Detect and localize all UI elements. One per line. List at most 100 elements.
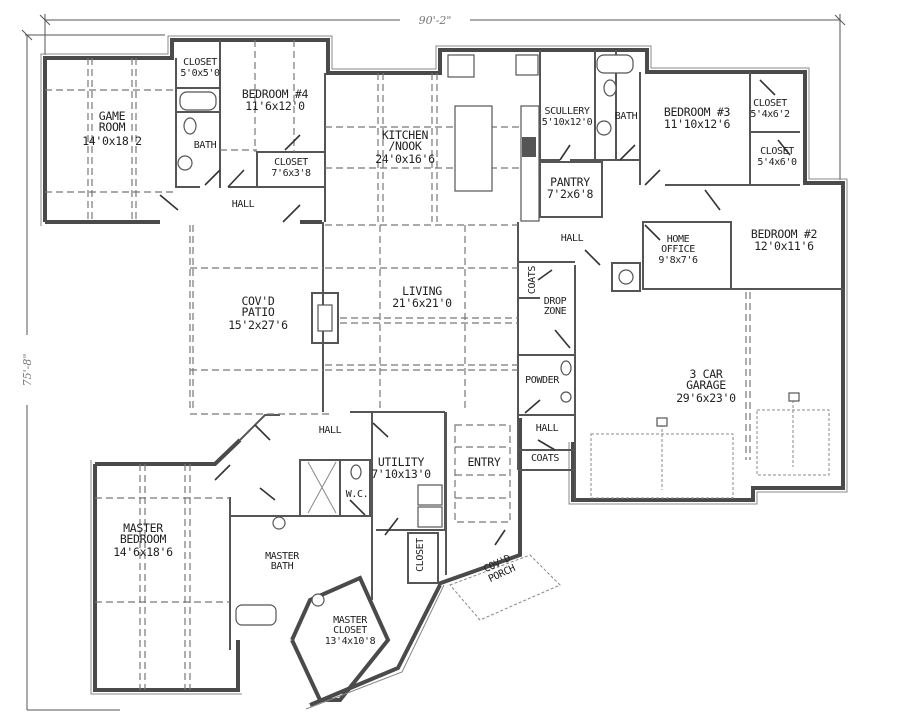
svg-text:HOME: HOME	[667, 234, 690, 245]
doors	[159, 79, 791, 546]
room-bath-west: BATH	[194, 140, 217, 151]
room-closet-bed3a: CLOSET 5'4x6'2	[750, 98, 790, 120]
room-utility: UTILITY 7'10x13'0	[371, 455, 431, 481]
svg-text:7'2x6'8: 7'2x6'8	[547, 187, 594, 201]
bathtub-icon	[235, 604, 277, 626]
svg-text:OFFICE: OFFICE	[661, 244, 695, 255]
svg-text:KITCHEN: KITCHEN	[382, 128, 429, 142]
svg-text:SCULLERY: SCULLERY	[545, 106, 590, 117]
svg-text:ZONE: ZONE	[544, 306, 567, 317]
room-master-bedroom: MASTER BEDROOM 14'6x18'6	[113, 521, 173, 559]
svg-text:/NOOK: /NOOK	[388, 139, 421, 153]
depth-dimension: 75'-8"	[21, 354, 34, 387]
room-hall-south-east: HALL	[536, 423, 559, 434]
svg-text:5'0x5'0: 5'0x5'0	[180, 68, 220, 79]
svg-text:BATH: BATH	[271, 561, 294, 572]
svg-text:MASTER: MASTER	[123, 521, 163, 535]
sink-icon	[177, 155, 193, 171]
room-hall-west: HALL	[232, 199, 255, 210]
room-kitchen: KITCHEN /NOOK 24'0x16'6	[375, 128, 435, 166]
svg-text:GARAGE: GARAGE	[686, 378, 726, 392]
dryer-icon	[417, 506, 443, 528]
svg-text:7'6x3'8: 7'6x3'8	[271, 168, 311, 179]
sink-icon	[596, 120, 612, 136]
svg-text:CLOSET: CLOSET	[760, 146, 794, 157]
appliance-icon	[447, 54, 475, 78]
room-drop-zone: DROP ZONE	[544, 296, 567, 317]
room-master-closet: MASTER CLOSET 13'4x10'8	[325, 615, 376, 647]
range-icon	[522, 137, 536, 157]
svg-text:12'0x11'6: 12'0x11'6	[754, 239, 814, 253]
toilet-icon	[603, 79, 617, 97]
room-hall-east: HALL	[561, 233, 584, 244]
svg-text:BEDROOM #2: BEDROOM #2	[751, 227, 817, 241]
width-dimension: 90'-2"	[419, 14, 452, 27]
kitchen-counter	[520, 105, 540, 222]
room-wc: W.C.	[346, 489, 368, 500]
toilet-icon	[350, 464, 362, 480]
svg-text:UTILITY: UTILITY	[378, 455, 425, 469]
room-game-room: GAME ROOM 14'0x18'2	[82, 109, 142, 148]
sink-icon	[311, 593, 325, 607]
room-home-office: HOME OFFICE 9'8x7'6	[658, 234, 698, 266]
svg-text:5'10x12'0: 5'10x12'0	[542, 117, 593, 128]
svg-text:CLOSET: CLOSET	[183, 57, 217, 68]
interior-walls	[175, 40, 843, 650]
room-bedroom-2: BEDROOM #2 12'0x11'6	[751, 227, 818, 253]
bathtub-icon	[179, 91, 217, 111]
room-closet-bed3b: CLOSET 5'4x6'0	[757, 146, 797, 168]
svg-text:13'4x10'8: 13'4x10'8	[325, 636, 376, 647]
washer-icon	[417, 484, 443, 506]
kitchen-island	[454, 105, 493, 192]
svg-text:7'10x13'0: 7'10x13'0	[371, 467, 431, 481]
svg-text:PANTRY: PANTRY	[550, 175, 590, 189]
svg-text:BEDROOM: BEDROOM	[120, 532, 167, 546]
room-garage: 3 CAR GARAGE 29'6x23'0	[676, 367, 736, 405]
svg-text:LIVING: LIVING	[402, 284, 442, 298]
room-coats-north: COATS	[527, 266, 538, 294]
fixtures	[177, 54, 800, 626]
room-coats-south: COATS	[531, 453, 559, 464]
appliance-icon	[515, 54, 539, 76]
svg-text:CLOSET: CLOSET	[753, 98, 787, 109]
svg-text:COV'D: COV'D	[241, 294, 274, 308]
room-bedroom-4: BEDROOM #4 11'6x12'0	[242, 87, 309, 113]
svg-text:11'10x12'6: 11'10x12'6	[664, 117, 731, 131]
svg-text:MASTER: MASTER	[265, 551, 300, 562]
room-closet-bed4: CLOSET 7'6x3'8	[271, 157, 311, 179]
toilet-icon	[183, 117, 197, 135]
svg-text:9'8x7'6: 9'8x7'6	[658, 255, 698, 266]
svg-text:BEDROOM #4: BEDROOM #4	[242, 87, 309, 101]
svg-text:24'0x16'6: 24'0x16'6	[375, 152, 435, 166]
toilet-icon	[560, 360, 572, 376]
svg-text:CLOSET: CLOSET	[274, 157, 308, 168]
room-bath-east: BATH	[615, 111, 638, 122]
svg-text:ROOM: ROOM	[99, 120, 126, 134]
svg-text:PATIO: PATIO	[241, 305, 274, 319]
room-bedroom-3: BEDROOM #3 11'10x12'6	[664, 105, 731, 131]
svg-text:3 CAR: 3 CAR	[689, 367, 722, 381]
svg-text:DROP: DROP	[544, 296, 567, 307]
svg-text:15'2x27'6: 15'2x27'6	[228, 318, 288, 332]
sink-icon	[560, 391, 572, 403]
svg-text:BEDROOM #3: BEDROOM #3	[664, 105, 731, 119]
svg-text:GAME: GAME	[99, 109, 126, 123]
room-closet-game: CLOSET 5'0x5'0	[180, 57, 220, 79]
room-master-bath: MASTER BATH	[265, 551, 301, 572]
svg-text:MASTER: MASTER	[333, 615, 368, 626]
room-powder: POWDER	[525, 375, 560, 386]
sink-icon	[272, 516, 286, 530]
svg-text:5'4x6'2: 5'4x6'2	[750, 109, 790, 120]
svg-text:CLOSET: CLOSET	[333, 625, 367, 636]
room-scullery: SCULLERY 5'10x12'0	[542, 106, 593, 128]
room-living: LIVING 21'6x21'0	[392, 284, 452, 310]
bathtub-icon	[596, 54, 634, 74]
svg-text:14'6x18'6: 14'6x18'6	[113, 545, 173, 559]
room-entry: ENTRY	[467, 455, 500, 469]
room-labels: GAME ROOM 14'0x18'2 CLOSET 5'0x5'0 BATH …	[82, 57, 817, 647]
exterior-walls	[40, 35, 848, 710]
svg-text:11'6x12'0: 11'6x12'0	[245, 99, 305, 113]
svg-text:29'6x23'0: 29'6x23'0	[676, 391, 736, 405]
svg-text:5'4x6'0: 5'4x6'0	[757, 157, 797, 168]
